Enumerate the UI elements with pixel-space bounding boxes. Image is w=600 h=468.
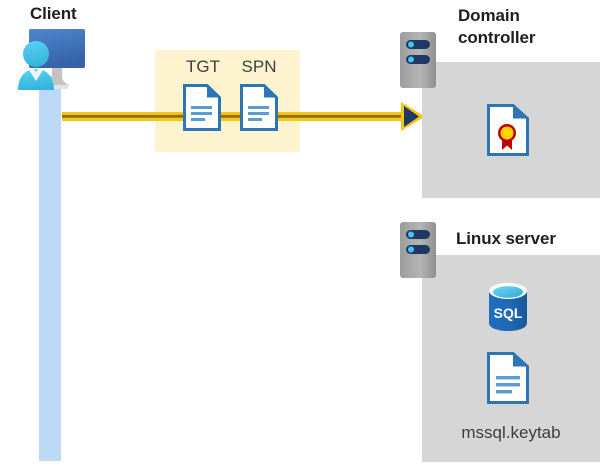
client-lifeline bbox=[39, 76, 61, 461]
request-arrow-head bbox=[400, 101, 426, 132]
svg-text:SQL: SQL bbox=[494, 305, 523, 321]
user-workstation-icon bbox=[5, 26, 87, 92]
keytab-document-icon bbox=[487, 352, 529, 404]
tgt-document-icon bbox=[183, 84, 221, 131]
domain-controller-label-line1: Domain bbox=[458, 6, 520, 25]
tgt-label: TGT bbox=[186, 57, 220, 76]
domain-controller-server-rack-icon bbox=[400, 32, 436, 88]
client-label: Client bbox=[30, 4, 77, 23]
linux-server-rack-icon bbox=[400, 222, 436, 278]
spn-document-icon bbox=[240, 84, 278, 131]
request-arrow-line bbox=[62, 112, 407, 121]
keytab-filename-label: mssql.keytab bbox=[461, 423, 561, 442]
certificate-document-icon bbox=[487, 104, 529, 156]
sql-database-icon: SQL bbox=[485, 281, 531, 333]
linux-server-label: Linux server bbox=[456, 229, 556, 248]
spn-label: SPN bbox=[241, 57, 277, 76]
domain-controller-label-line2: controller bbox=[458, 28, 536, 47]
